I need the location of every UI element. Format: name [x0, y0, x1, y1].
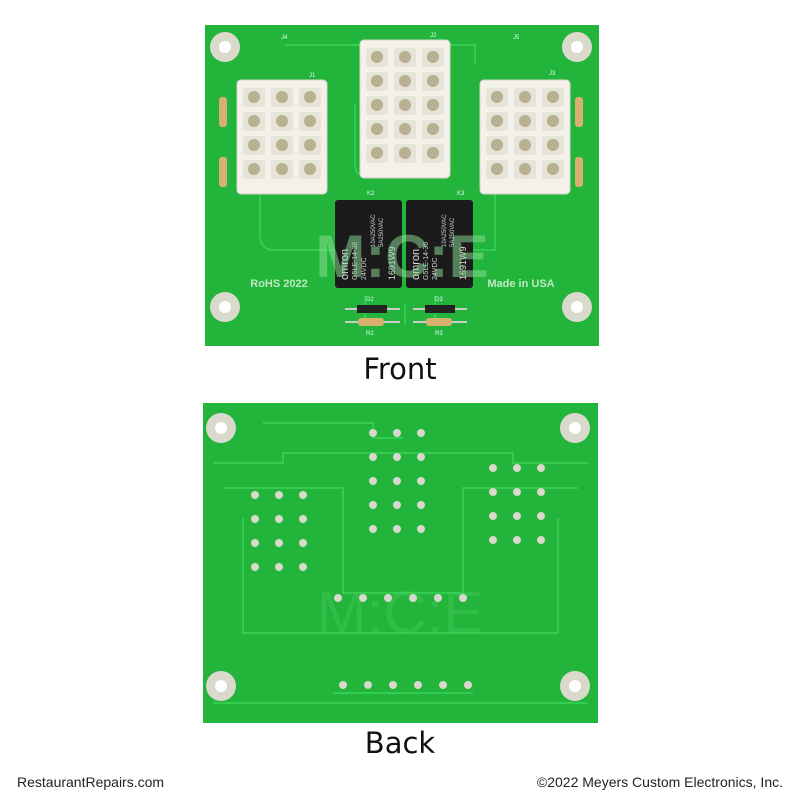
diodes: D2 D3 — [345, 297, 467, 313]
svg-text:omron: omron — [410, 249, 422, 280]
rohs-label: RoHS 2022 — [250, 278, 307, 290]
watermark: M:C:E — [315, 223, 488, 290]
svg-text:J5: J5 — [513, 35, 520, 41]
pads-j2 — [369, 429, 425, 533]
svg-text:G5LE-14-36: G5LE-14-36 — [423, 242, 430, 280]
connector-j3 — [479, 79, 571, 195]
watermark: M:C:E — [317, 579, 484, 646]
website-link[interactable]: RestaurantRepairs.com — [17, 774, 165, 790]
svg-text:D2: D2 — [366, 297, 374, 303]
svg-text:D3: D3 — [435, 297, 443, 303]
pads-diodes — [339, 681, 472, 689]
pads-j3 — [489, 464, 545, 544]
svg-text:1691W9: 1691W9 — [387, 246, 397, 280]
svg-text:K3: K3 — [457, 191, 465, 197]
mounting-holes — [210, 32, 592, 322]
relay-voltage: 24VDC — [432, 257, 439, 280]
front-caption: Front — [363, 352, 437, 386]
svg-text:J3: J3 — [549, 71, 556, 77]
made-in-usa-label: Made in USA — [487, 278, 554, 290]
pads-j1 — [251, 491, 307, 571]
svg-text:1691W9: 1691W9 — [458, 246, 468, 280]
side-resistors — [219, 97, 583, 187]
mounting-holes — [206, 413, 590, 701]
connector-j1 — [236, 79, 328, 195]
resistors: R2 R3 — [345, 318, 467, 337]
svg-text:R3: R3 — [435, 331, 443, 337]
svg-text:G5LE-14-36: G5LE-14-36 — [352, 242, 359, 280]
relay-rating1: 10A250VAC — [371, 214, 377, 247]
relay-voltage: 24VDC — [361, 257, 368, 280]
pads-relays — [334, 594, 467, 602]
relay-rating1: 10A250VAC — [442, 214, 448, 247]
relay-rating2: 5A250VAC — [379, 217, 385, 247]
svg-text:J1: J1 — [309, 73, 316, 79]
copyright-text: ©2022 Meyers Custom Electronics, Inc. — [536, 774, 783, 790]
relay-rating2: 5A250VAC — [450, 217, 456, 247]
svg-text:K2: K2 — [367, 191, 375, 197]
svg-text:J4: J4 — [281, 35, 288, 41]
svg-text:omron: omron — [339, 249, 351, 280]
relay-k3: omron G5LE-14-36 24VDC 10A250VAC 5A250VA… — [406, 200, 473, 288]
back-board-image: M:C:E — [203, 403, 598, 723]
relay-k2: omron G5LE-14-36 24VDC 10A250VAC 5A250VA… — [335, 200, 402, 288]
connector-j2 — [359, 39, 451, 179]
back-caption: Back — [364, 726, 436, 760]
front-board-image: omron G5LE-14-36 24VDC 10A250VAC 5A250VA… — [205, 25, 599, 346]
svg-text:J2: J2 — [430, 33, 437, 39]
svg-text:R2: R2 — [366, 331, 374, 337]
